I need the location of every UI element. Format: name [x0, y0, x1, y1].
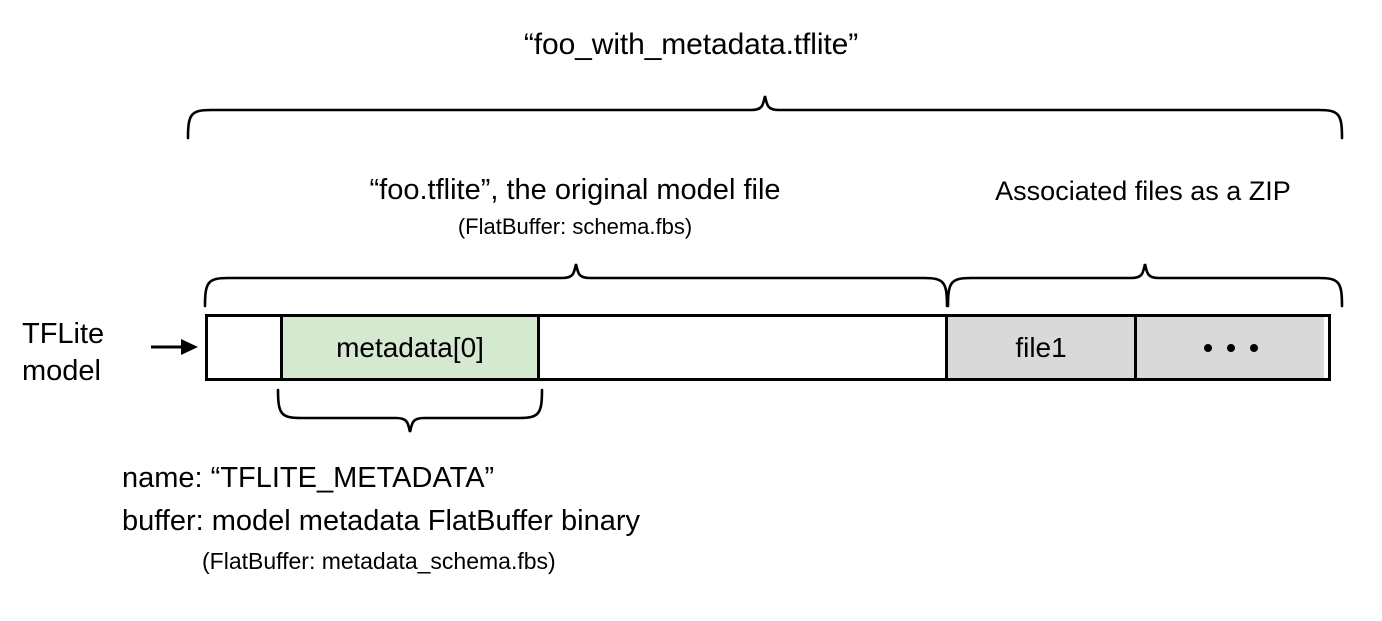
arrow-right-icon [151, 339, 198, 355]
brace-model-file [203, 263, 949, 308]
bar-segment-file1-label: file1 [1015, 331, 1067, 363]
bar-segment-metadata: metadata[0] [280, 317, 540, 378]
tflite-model-bar: metadata[0] file1 [205, 314, 1331, 381]
brace-zip-files [946, 263, 1344, 308]
bar-segment-header [208, 317, 280, 378]
annotation-buffer: buffer: model metadata FlatBuffer binary [122, 505, 640, 537]
tflite-model-label-line2: model [22, 355, 101, 387]
brace-metadata-detail [276, 388, 544, 433]
diagram-title: “foo_with_metadata.tflite” [523, 28, 859, 61]
bar-segment-file1: file1 [945, 317, 1134, 378]
annotation-name: name: “TFLITE_METADATA” [122, 462, 495, 494]
model-file-sublabel: (FlatBuffer: schema.fbs) [457, 214, 693, 239]
brace-whole-file [186, 95, 1344, 140]
bar-segment-body [540, 317, 945, 378]
bar-segment-more [1134, 317, 1324, 378]
model-file-label: “foo.tflite”, the original model file [369, 174, 781, 206]
tflite-model-label: TFLite model [22, 316, 104, 390]
tflite-model-label-line1: TFLite [22, 318, 105, 350]
zip-label: Associated files as a ZIP [995, 176, 1291, 206]
bar-segment-metadata-label: metadata[0] [336, 331, 484, 363]
ellipsis-icon [1203, 343, 1258, 352]
annotation-schema: (FlatBuffer: metadata_schema.fbs) [202, 548, 556, 574]
